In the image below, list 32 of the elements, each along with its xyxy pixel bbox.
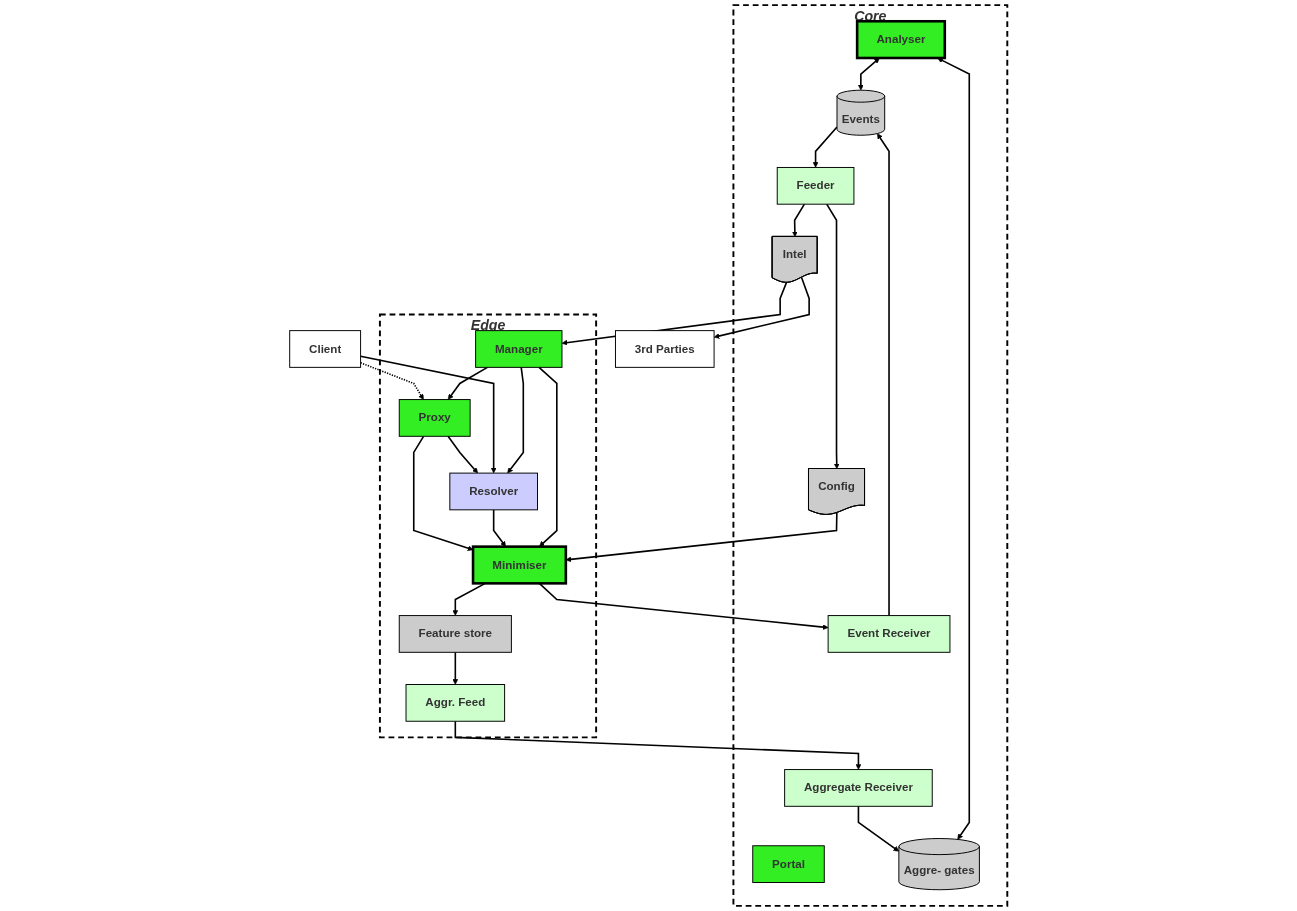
node-box: Portal [752,845,825,883]
arrow [812,126,838,168]
arrow [454,720,862,770]
arrow [452,651,459,685]
arrow [858,57,880,91]
node-box: Aggregate Receiver [784,769,933,807]
arrow [937,57,971,840]
node-box: Proxy [398,399,471,437]
node-box: Manager [475,330,563,368]
node-box: Client [289,330,362,368]
arrow [538,366,558,547]
arrow [792,203,806,237]
arrow [447,435,478,474]
node-box: Event Receiver [827,615,951,653]
arrow [877,133,890,617]
arrow [359,355,497,474]
node-box: Feeder [776,166,855,205]
arrow [412,435,474,551]
node-box: Resolver [449,472,538,511]
arrow [359,361,424,400]
node-box: Analyser [855,19,947,60]
node-box: Feature store [398,615,512,653]
arrow [565,512,838,563]
node-box: Aggr. Feed [405,684,506,722]
arrow [825,203,840,470]
node-box: Minimiser [471,545,568,585]
arrow [857,805,900,852]
arrow [492,509,506,547]
arrow [447,366,489,400]
node-box: 3rd Parties [614,330,715,368]
arrow [507,366,525,474]
arrow [713,276,810,339]
